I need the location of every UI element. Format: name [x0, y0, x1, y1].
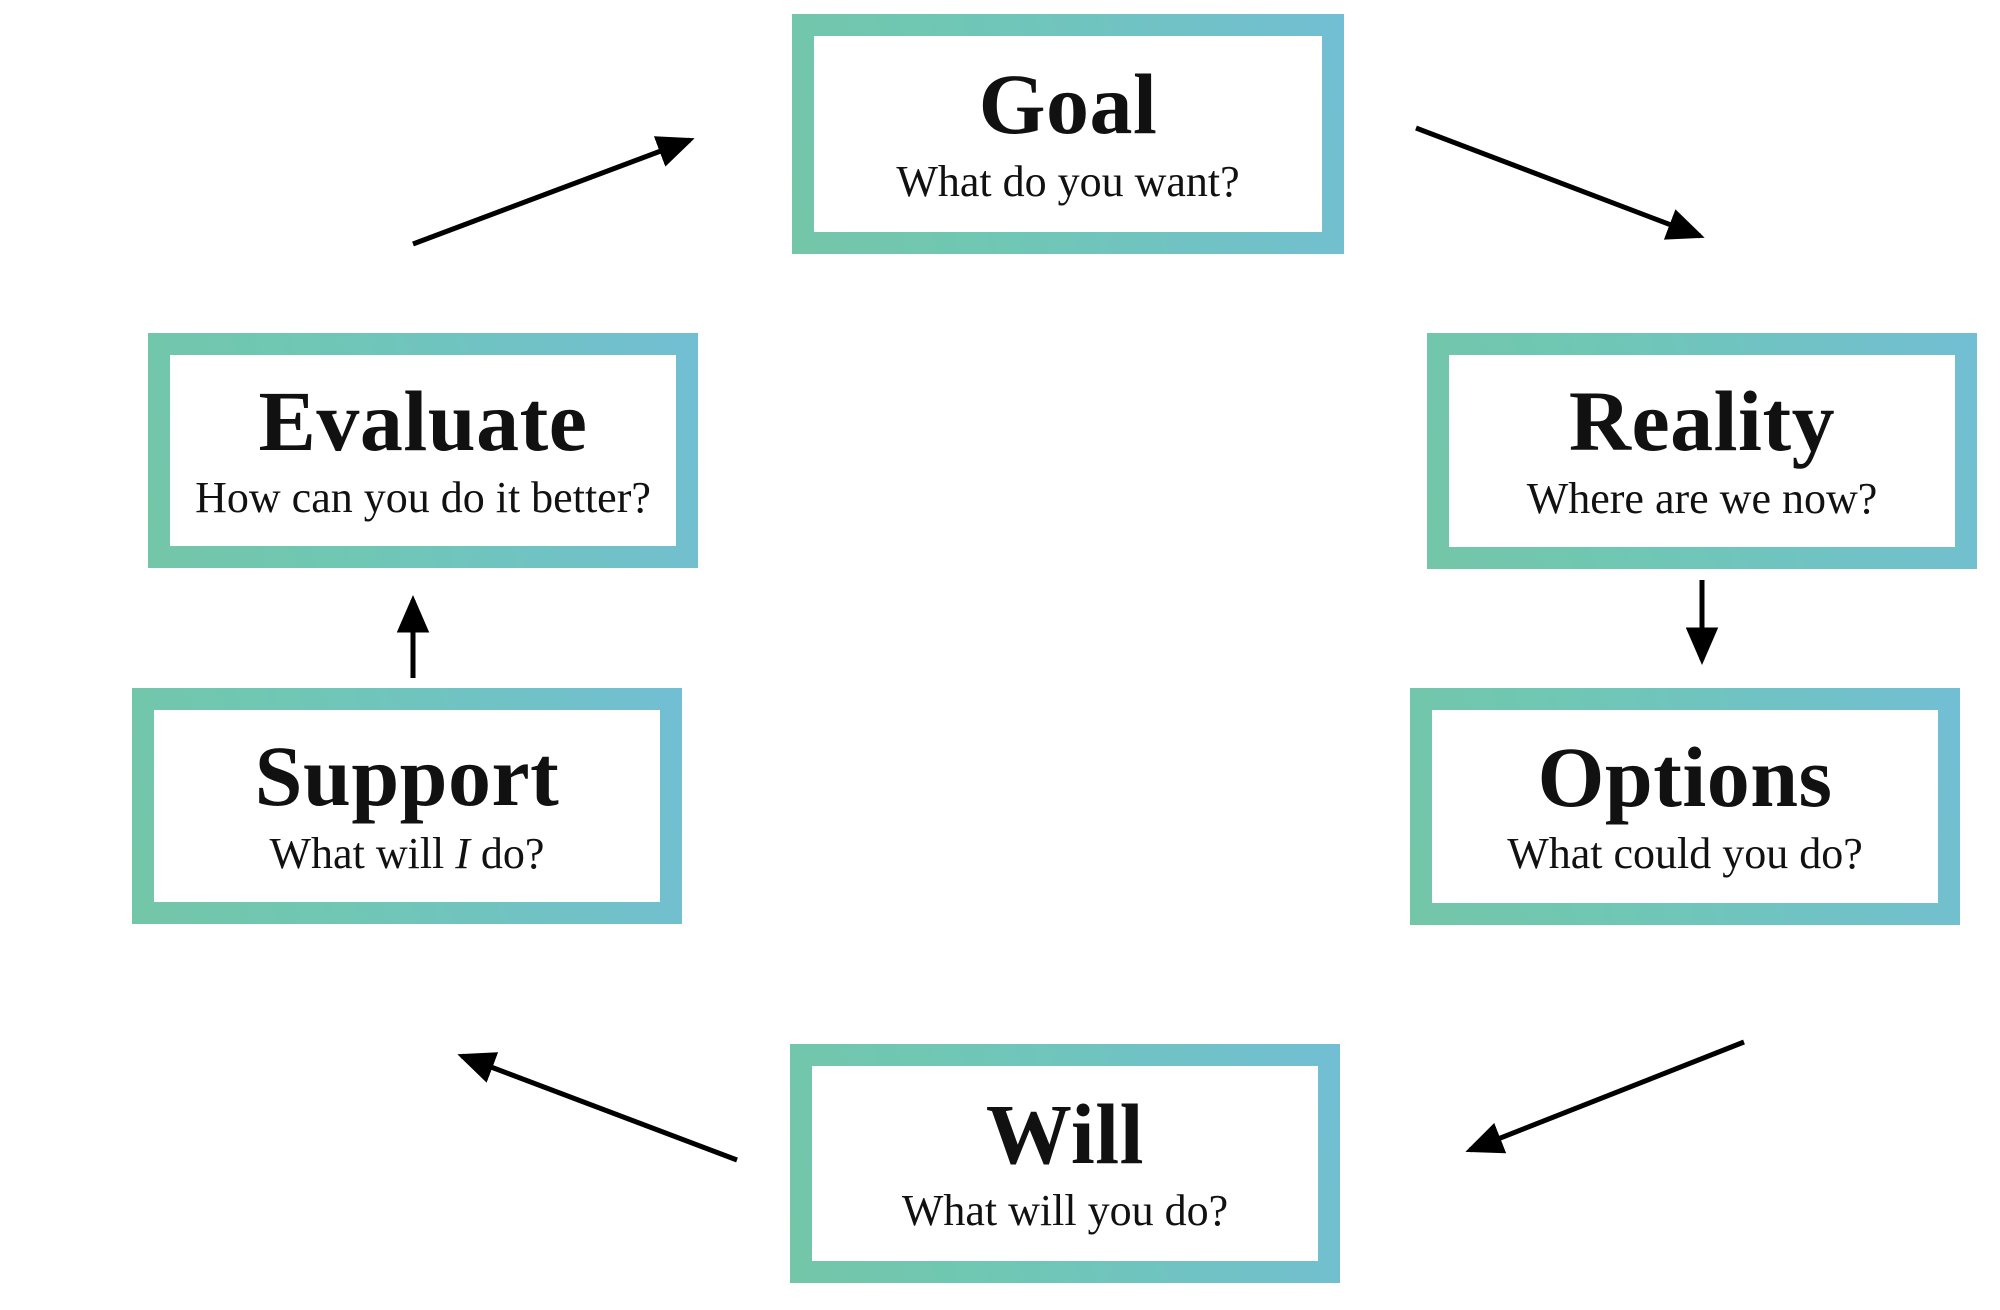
arrow-options-to-will — [1465, 1039, 1745, 1154]
arrow-goal-to-reality — [1415, 125, 1705, 240]
node-goal: Goal What do you want? — [792, 14, 1344, 254]
node-support-subtitle: What will I do? — [270, 828, 545, 881]
node-evaluate-body: Evaluate How can you do it better? — [170, 355, 676, 546]
node-options-title: Options — [1537, 728, 1833, 825]
node-evaluate-subtitle: How can you do it better? — [195, 473, 651, 523]
node-support-title: Support — [254, 728, 560, 825]
node-will: Will What will you do? — [790, 1044, 1340, 1283]
node-will-subtitle: What will you do? — [901, 1186, 1229, 1236]
node-evaluate: Evaluate How can you do it better? — [148, 333, 698, 568]
arrow-evaluate-to-goal — [412, 136, 695, 247]
node-goal-subtitle: What do you want? — [896, 156, 1240, 206]
arrow-will-to-support — [457, 1052, 738, 1163]
node-support-subtitle-pre: What will — [269, 828, 456, 878]
node-support-subtitle-post: do? — [469, 828, 545, 878]
node-goal-title: Goal — [978, 56, 1158, 153]
node-goal-body: Goal What do you want? — [814, 36, 1322, 232]
node-reality-title: Reality — [1568, 373, 1836, 470]
node-options: Options What could you do? — [1410, 688, 1960, 925]
node-evaluate-title: Evaluate — [258, 372, 588, 469]
node-reality-subtitle: Where are we now? — [1526, 473, 1878, 523]
node-options-subtitle: What could you do? — [1507, 829, 1863, 879]
node-support-subtitle-emphasis: I — [455, 828, 470, 878]
node-support-body: Support What will I do? — [154, 710, 660, 902]
node-options-body: Options What could you do? — [1432, 710, 1938, 903]
node-will-body: Will What will you do? — [812, 1066, 1318, 1261]
node-reality-body: Reality Where are we now? — [1449, 355, 1955, 547]
node-reality: Reality Where are we now? — [1427, 333, 1977, 569]
node-will-title: Will — [985, 1085, 1145, 1182]
node-support: Support What will I do? — [132, 688, 682, 924]
